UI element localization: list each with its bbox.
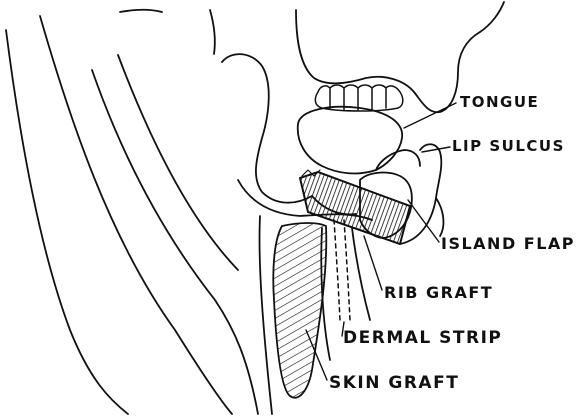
label-rib-graft: RIB GRAFT xyxy=(384,285,493,301)
label-lip-sulcus: LIP SULCUS xyxy=(452,139,565,154)
label-island-flap: ISLAND FLAP xyxy=(441,236,575,252)
back-of-neck-line xyxy=(6,30,128,414)
ear-region xyxy=(210,10,215,54)
neck-contour-3 xyxy=(118,55,238,270)
label-tongue: TONGUE xyxy=(460,95,539,110)
dermal-strip xyxy=(334,220,350,320)
leader-lip-sulcus xyxy=(422,147,450,152)
throat-line-2 xyxy=(352,228,370,320)
tongue-shape xyxy=(298,107,402,174)
leader-tongue xyxy=(404,103,456,128)
leader-rib-graft xyxy=(364,236,382,290)
upper-lip-nose xyxy=(296,10,480,112)
neck-contour-1 xyxy=(40,16,232,414)
nose-tip xyxy=(480,2,504,32)
neck-front-line xyxy=(260,216,273,414)
skin-graft-area xyxy=(273,223,326,398)
neck-contour-2 xyxy=(92,70,258,414)
lower-lip-sulcus xyxy=(400,144,441,244)
label-dermal-strip: DERMAL STRIP xyxy=(343,330,502,347)
label-skin-graft: SKIN GRAFT xyxy=(329,375,459,392)
hairline-stroke xyxy=(120,10,162,12)
chin-outline xyxy=(436,198,443,236)
